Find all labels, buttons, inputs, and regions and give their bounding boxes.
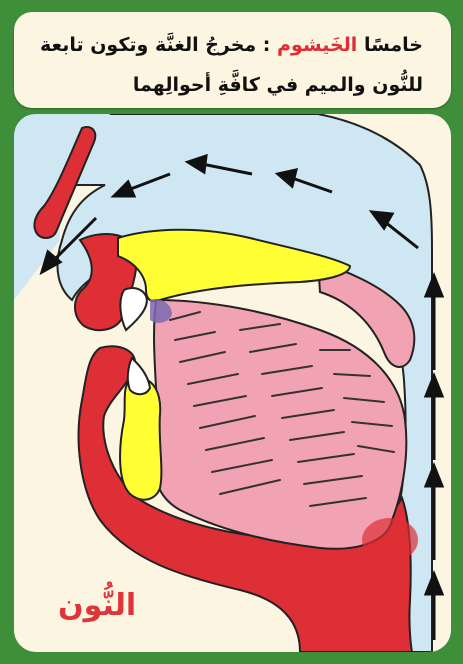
title-line-2: للنُّون والميم في كافَّةِ أحوالِهما [23,74,423,96]
lower-tooth-icon [128,358,150,394]
number-word: خامسًا [364,34,423,56]
diagram-panel [14,114,451,652]
letter-label: النُّون [58,588,136,623]
title-card: خامسًا الخَيشوم : مخرجُ الغنَّة وتكون تا… [14,12,451,108]
lower-gum [120,378,161,500]
title-line-1: خامسًا الخَيشوم : مخرجُ الغنَّة وتكون تا… [23,34,423,56]
organ-name: الخَيشوم [277,34,357,56]
articulation-diagram [14,114,451,652]
throat-blush [362,518,418,562]
definition-text: : مخرجُ الغنَّة وتكون تابعة [40,34,270,56]
upper-tooth-icon [120,288,147,330]
